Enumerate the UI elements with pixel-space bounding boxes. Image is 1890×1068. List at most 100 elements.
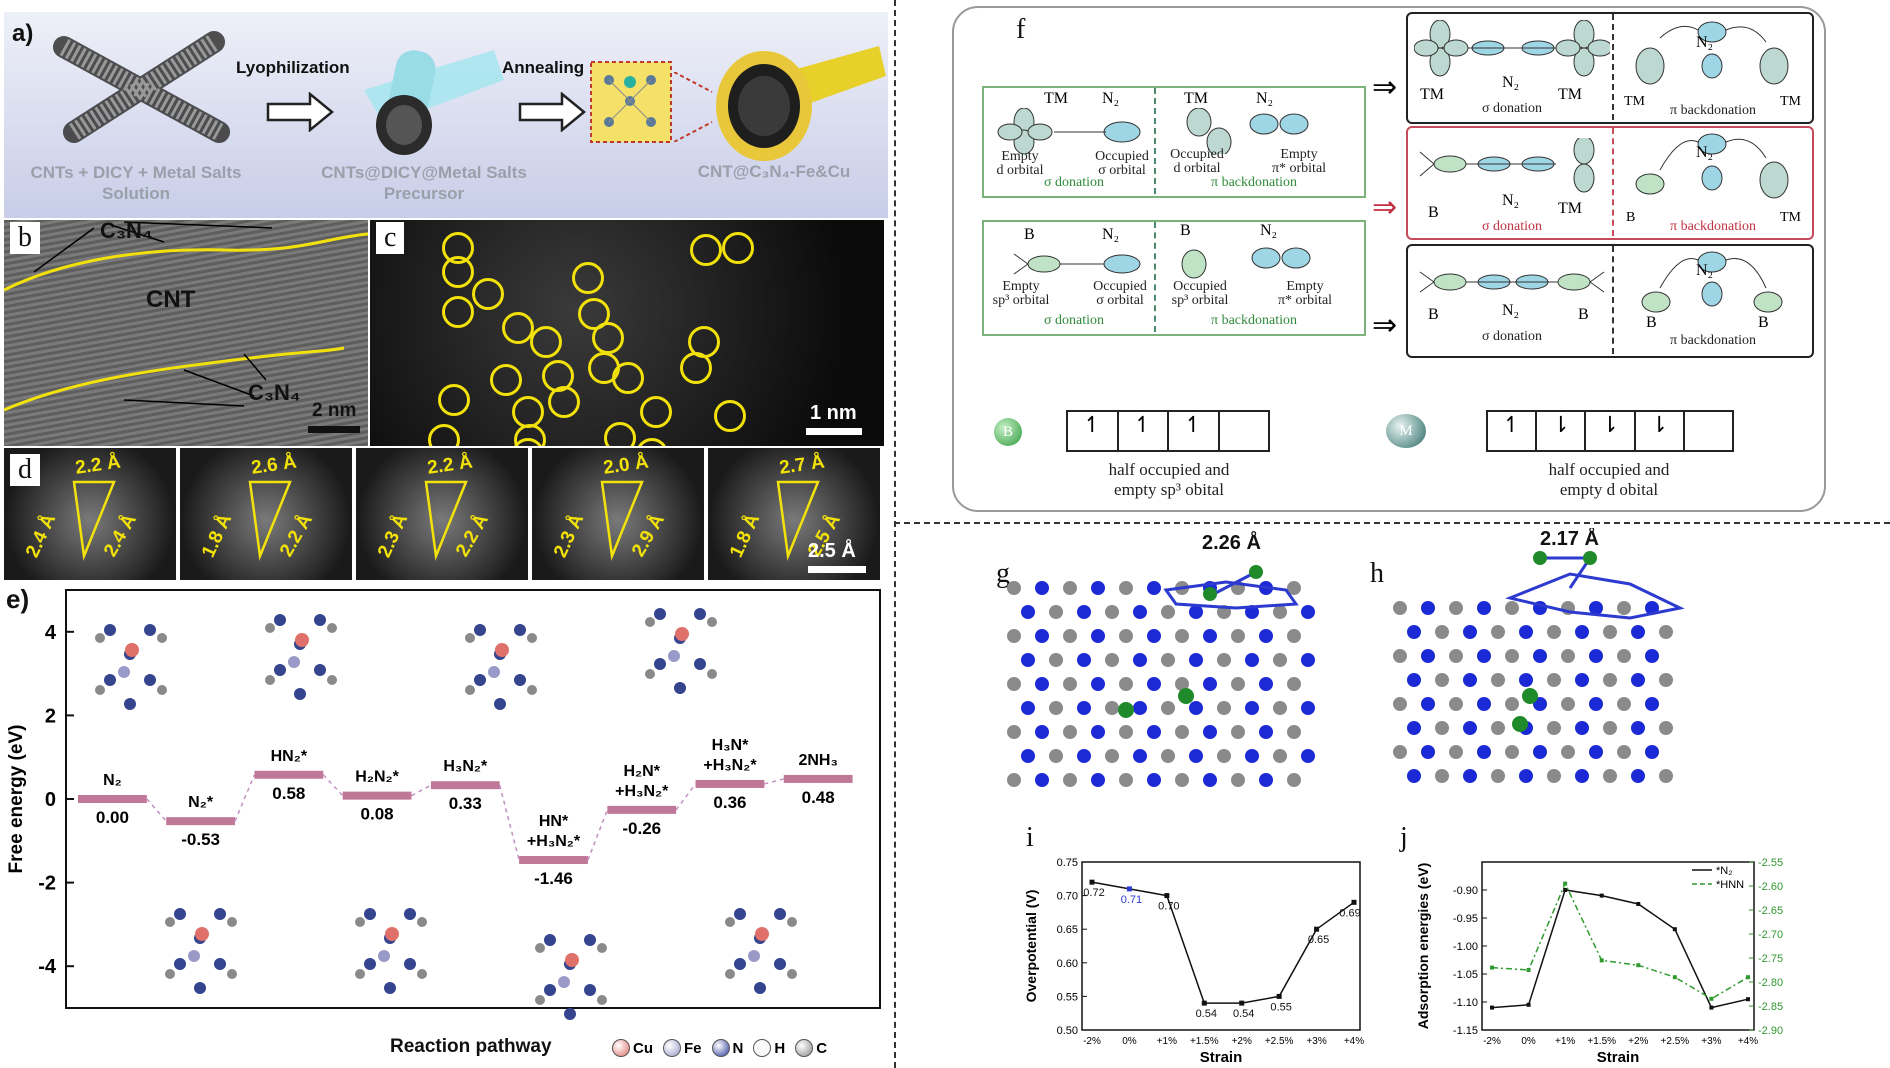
panel-h-structure: h 2.17 Å — [1370, 528, 1700, 808]
n-atom — [314, 614, 326, 626]
connector-line — [322, 774, 344, 797]
connector-line — [675, 783, 697, 811]
n-atom — [1189, 653, 1203, 667]
data-point — [1526, 968, 1531, 972]
c-atom — [1547, 769, 1561, 783]
overpotential-line — [1091, 881, 1355, 1004]
x-tick-label: 0% — [1122, 1036, 1137, 1047]
c-atom — [1617, 745, 1631, 759]
n-atom — [1301, 701, 1315, 715]
n-atom — [584, 984, 596, 996]
n-atom — [1463, 769, 1477, 783]
n-atom — [1259, 629, 1273, 643]
n-atom — [1077, 653, 1091, 667]
tm-label: TM — [1558, 200, 1582, 217]
n-atom — [124, 698, 136, 710]
n-atom — [1035, 581, 1049, 595]
c-atom — [1231, 677, 1245, 691]
n-atom — [1189, 749, 1203, 763]
atom-marker-circle — [490, 364, 522, 396]
n-atom — [1421, 697, 1435, 711]
x-tick-label: +4% — [1738, 1036, 1758, 1047]
data-point — [1164, 893, 1170, 899]
y-tick-label: -2 — [38, 873, 56, 895]
y-tick-label: -1.15 — [1453, 1025, 1478, 1037]
scale-bar — [806, 428, 862, 435]
cnt-c3n4-product-illustration — [716, 46, 886, 161]
panel-j-adsorption-chart: j -0.90-0.95-1.00-1.05-1.10-1.15-2.55-2.… — [1394, 822, 1806, 1068]
c-atom — [1547, 673, 1561, 687]
y-tick-label: -1.10 — [1453, 997, 1478, 1009]
atom-icon — [612, 1039, 630, 1057]
n-atom — [1533, 745, 1547, 759]
atom-marker-circle — [502, 312, 534, 344]
n-atom — [1021, 749, 1035, 763]
c-atom — [725, 917, 735, 927]
data-point — [1709, 996, 1714, 1001]
n-atom — [1421, 649, 1435, 663]
y-tick-label: -1.00 — [1453, 941, 1478, 953]
y2-tick-label: -2.80 — [1758, 977, 1783, 989]
c-atom — [1007, 725, 1021, 739]
atom-marker-circle — [612, 362, 644, 394]
panel-label-c: c — [376, 222, 405, 254]
cu-atom — [675, 627, 689, 641]
n-atom — [1589, 697, 1603, 711]
n-atom — [1407, 769, 1421, 783]
c-atom — [1435, 721, 1449, 735]
n-atom — [1259, 725, 1273, 739]
c-atom — [1231, 725, 1245, 739]
c-atom — [1603, 721, 1617, 735]
data-point — [1239, 1000, 1245, 1006]
n-atom — [174, 908, 186, 920]
n-atom — [1133, 749, 1147, 763]
c-atom — [645, 669, 655, 679]
n-atom — [104, 624, 116, 636]
data-point — [1314, 926, 1320, 932]
atomic-cluster-illustration — [465, 624, 537, 710]
pi-backdonation-icon — [1635, 21, 1789, 85]
data-label: 0.71 — [1121, 894, 1142, 906]
overpotential-chart: 0.750.700.650.600.550.50-2%0%+1%+1.5%+2%… — [1023, 857, 1364, 1066]
panel-label-i: i — [1026, 822, 1034, 853]
atomic-cluster-illustration — [645, 608, 717, 694]
state-label: N₂ — [103, 772, 122, 789]
x-tick-label: +2% — [1628, 1036, 1648, 1047]
series-line — [1491, 889, 1749, 1009]
scale-bar — [308, 426, 360, 433]
x-tick-label: +1.5% — [1587, 1036, 1616, 1047]
n-atom — [694, 608, 706, 620]
lyophilization-label: Lyophilization — [236, 58, 350, 77]
atom-marker-circle — [592, 322, 624, 354]
c-atom — [1119, 677, 1133, 691]
x-tick-label: +2.5% — [1661, 1036, 1690, 1047]
metal-atom — [1178, 688, 1194, 704]
n-atom — [214, 958, 226, 970]
x-tick-label: -2% — [1083, 1036, 1101, 1047]
distance-triangle — [600, 480, 644, 561]
b-b-box: B N₂ B σ donation N₂ B B π backdonation — [1406, 244, 1814, 358]
x-tick-label: +3% — [1306, 1036, 1326, 1047]
n-atom — [1463, 673, 1477, 687]
atom-marker-circle — [438, 384, 470, 416]
scale-label: 1 nm — [810, 402, 857, 424]
n-atom — [1203, 677, 1217, 691]
panel-label-f: f — [1016, 14, 1026, 45]
c-atom — [165, 969, 175, 979]
c-atom — [1505, 697, 1519, 711]
c-atom — [327, 675, 337, 685]
state-label: H₃N* — [712, 737, 750, 754]
n-atom — [1645, 649, 1659, 663]
b-label: B — [1626, 210, 1636, 225]
sp3-orbital-icon — [1013, 247, 1311, 279]
scale-label: 2 nm — [312, 400, 357, 421]
n-atom — [1035, 773, 1049, 787]
y-tick-label: 0.55 — [1057, 991, 1078, 1003]
cu-atom — [495, 643, 509, 657]
